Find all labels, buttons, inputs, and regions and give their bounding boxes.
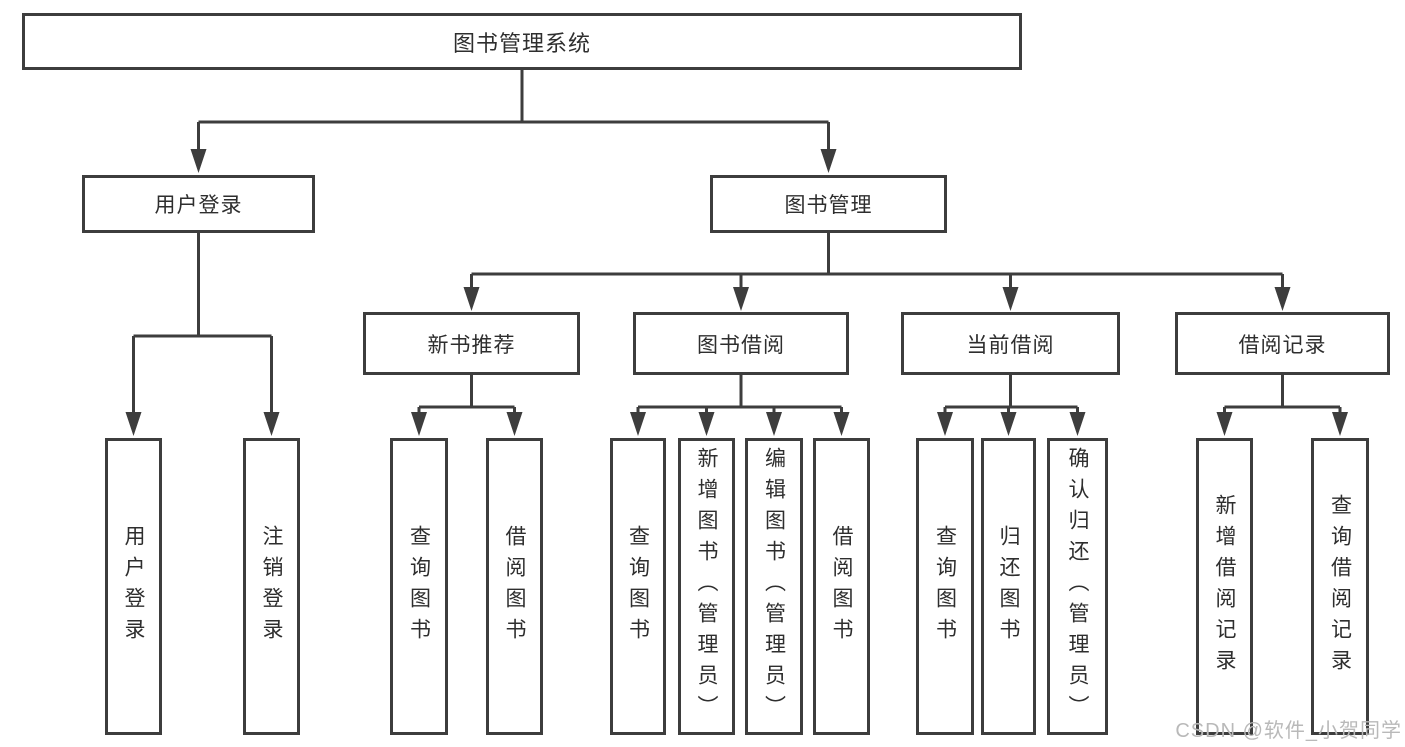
leaf-borrow-books: 借阅图书 [813, 438, 870, 735]
leaf-label: 新增借阅记录 [1213, 493, 1236, 680]
edges-user-login [125, 233, 280, 436]
node-user-login: 用户登录 [82, 175, 315, 233]
leaf-edit-books-admin: 编辑图书（管理员） [745, 438, 803, 735]
node-label: 用户登录 [154, 194, 243, 217]
node-new-book-recommend: 新书推荐 [363, 312, 580, 375]
leaf-label: 查询图书 [407, 524, 431, 649]
edges-book-mgmt [463, 233, 1291, 311]
leaf-label: 新增图书（管理员） [695, 447, 718, 726]
leaf-label: 用户登录 [122, 524, 145, 649]
edges-root [190, 70, 837, 173]
leaf-label: 编辑图书（管理员） [762, 447, 786, 726]
node-label: 图书管理系统 [452, 30, 591, 56]
leaf-label: 归还图书 [997, 524, 1020, 649]
node-borrow-records: 借阅记录 [1175, 312, 1390, 375]
leaf-confirm-return-admin: 确认归还（管理员） [1047, 438, 1108, 735]
csdn-watermark: CSDN @软件_小贺同学 [1175, 720, 1402, 742]
edges-current-borrow [937, 375, 1086, 436]
leaf-query-books-recommend: 查询图书 [390, 438, 448, 735]
node-label: 借阅记录 [1238, 333, 1327, 357]
leaf-logout: 注销登录 [243, 438, 300, 735]
leaf-query-books-borrow: 查询图书 [610, 438, 666, 735]
leaf-label: 确认归还（管理员） [1066, 447, 1089, 726]
leaf-label: 注销登录 [260, 524, 283, 649]
leaf-query-borrow-record: 查询借阅记录 [1311, 438, 1369, 735]
leaf-label: 查询图书 [626, 524, 650, 649]
node-current-borrow: 当前借阅 [901, 312, 1120, 375]
node-label: 当前借阅 [966, 333, 1055, 357]
leaf-label: 借阅图书 [503, 524, 526, 649]
node-book-management: 图书管理 [710, 175, 947, 233]
leaf-query-books-current: 查询图书 [916, 438, 974, 735]
node-label: 图书管理 [784, 194, 873, 217]
leaf-return-books: 归还图书 [981, 438, 1036, 735]
leaf-add-borrow-record: 新增借阅记录 [1196, 438, 1253, 735]
edges-borrow-records [1216, 375, 1348, 436]
edges-new-books [411, 375, 523, 436]
leaf-add-books-admin: 新增图书（管理员） [678, 438, 735, 735]
edges-book-borrow [630, 375, 850, 436]
leaf-label: 查询借阅记录 [1328, 493, 1352, 680]
leaf-label: 查询图书 [933, 524, 957, 649]
node-label: 新书推荐 [427, 333, 516, 357]
leaf-borrow-books-recommend: 借阅图书 [486, 438, 543, 735]
node-label: 图书借阅 [697, 333, 785, 357]
leaf-user-login: 用户登录 [105, 438, 162, 735]
leaf-label: 借阅图书 [830, 524, 853, 649]
node-library-system: 图书管理系统 [22, 13, 1022, 70]
node-book-borrow: 图书借阅 [633, 312, 849, 375]
